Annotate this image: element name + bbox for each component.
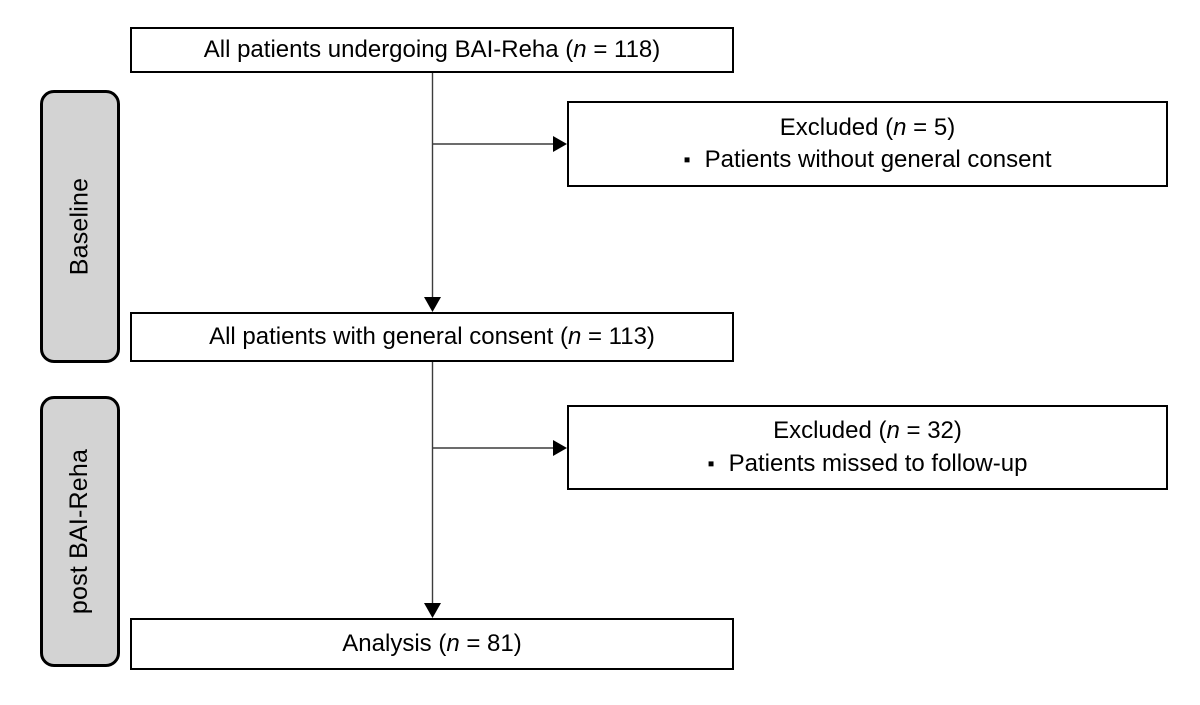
n-variable: n	[893, 113, 907, 141]
excluded-title-pre: Excluded (	[779, 113, 894, 141]
square-bullet-icon: ▪	[683, 149, 691, 171]
n-variable: n	[446, 629, 460, 657]
node-excluded-baseline: Excluded (n = 5) ▪ Patients without gener…	[567, 101, 1168, 187]
stage-label-baseline: Baseline	[40, 90, 120, 363]
excluded-title-pre: Excluded (	[773, 417, 887, 445]
arrow-right-icon	[553, 136, 567, 152]
excluded-reason: ▪ Patients missed to follow-up	[708, 448, 1028, 480]
stage-label-post-text: post BAI-Reha	[65, 448, 94, 615]
connector-undergoing-to-consent	[424, 73, 441, 312]
connector-branch-excluded-post	[432, 440, 567, 456]
arrow-down-icon	[424, 603, 441, 618]
node-general-consent: All patients with general consent (n = 1…	[130, 312, 734, 362]
excluded-title-post: = 32)	[899, 417, 962, 445]
excluded-reason: ▪ Patients without general consent	[684, 144, 1052, 176]
node-text-pre: All patients undergoing BAI-Reha (	[203, 35, 574, 63]
node-text: Analysis (n = 81)	[342, 628, 521, 660]
node-analysis: Analysis (n = 81)	[130, 618, 734, 670]
connector-branch-excluded-baseline	[432, 136, 567, 152]
n-variable: n	[886, 417, 900, 445]
excluded-title: Excluded (n = 32)	[773, 415, 962, 447]
connector-consent-to-analysis	[424, 362, 441, 618]
square-bullet-icon: ▪	[707, 452, 715, 475]
stage-label-baseline-text: Baseline	[65, 177, 94, 276]
node-all-patients-undergoing: All patients undergoing BAI-Reha (n = 11…	[130, 27, 734, 73]
node-text-pre: Analysis (	[342, 629, 447, 657]
node-text-post: = 81)	[459, 629, 522, 657]
arrow-right-icon	[553, 440, 567, 456]
node-text: All patients undergoing BAI-Reha (n = 11…	[204, 34, 661, 66]
node-text-post: = 118)	[586, 35, 661, 63]
node-text-post: = 113)	[581, 322, 655, 350]
node-excluded-post: Excluded (n = 32) ▪ Patients missed to fo…	[567, 405, 1168, 490]
node-text: All patients with general consent (n = 1…	[209, 321, 655, 353]
excluded-reason-text: Patients missed to follow-up	[728, 449, 1028, 477]
node-text-pre: All patients with general consent (	[209, 322, 568, 350]
excluded-title: Excluded (n = 5)	[780, 112, 955, 144]
arrow-down-icon	[424, 297, 441, 312]
n-variable: n	[567, 322, 582, 350]
stage-label-post-bai-reha: post BAI-Reha	[40, 396, 120, 667]
excluded-reason-text: Patients without general consent	[704, 146, 1052, 173]
n-variable: n	[573, 35, 587, 63]
excluded-title-post: = 5)	[906, 113, 956, 141]
